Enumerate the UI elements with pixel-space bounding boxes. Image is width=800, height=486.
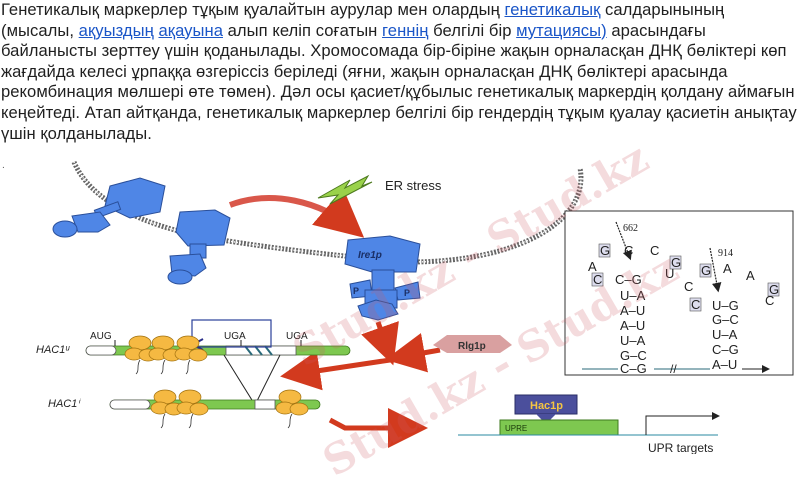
- rlg1p-label: Rlg1p: [458, 341, 486, 352]
- svg-text:C: C: [684, 279, 693, 294]
- svg-text:C–G: C–G: [620, 361, 647, 376]
- svg-text:662: 662: [623, 223, 638, 234]
- svg-text:C: C: [650, 243, 659, 258]
- svg-text:G–C: G–C: [620, 348, 647, 363]
- ire1p-monomer-1-icon: [52, 177, 166, 238]
- svg-text:C: C: [593, 272, 602, 287]
- hac1p-label: Hac1p: [530, 400, 563, 412]
- p-label-left: P: [353, 286, 359, 296]
- hac1i-label: HAC1ⁱ: [48, 398, 81, 410]
- svg-text:A–U: A–U: [620, 303, 645, 318]
- svg-text:A–U: A–U: [620, 318, 645, 333]
- ire1p-dimer-icon: [344, 235, 421, 321]
- p-label-right: P: [404, 288, 410, 298]
- svg-text:G: G: [701, 263, 711, 278]
- svg-text:U: U: [665, 266, 674, 281]
- svg-text:A–U: A–U: [712, 357, 737, 372]
- svg-text:G: G: [600, 243, 610, 258]
- svg-text:C: C: [691, 297, 700, 312]
- link-mutation[interactable]: мутациясы): [516, 20, 607, 40]
- ire1p-monomer-2-icon: [167, 209, 231, 285]
- paragraph-text: Генетикалық маркерлер тұқым қуалайтын ау…: [1, 0, 797, 143]
- splicing-arrows-icon: [280, 321, 441, 448]
- svg-text:A: A: [746, 268, 755, 283]
- svg-text:G: G: [769, 282, 779, 297]
- bullet-dot: .: [2, 160, 5, 171]
- lightning-icon: [317, 174, 373, 205]
- upre-label: UPRE: [505, 424, 527, 433]
- ribosomes-hac1u-icon: [124, 335, 208, 362]
- svg-text:914: 914: [718, 248, 733, 259]
- er-stress-label: ER stress: [385, 178, 442, 193]
- svg-text:U–A: U–A: [712, 327, 738, 342]
- svg-text:C–G: C–G: [615, 272, 642, 287]
- hac1u-label: HAC1ᵘ: [36, 344, 70, 356]
- ribosomes-hac1i-icon: [150, 389, 309, 416]
- svg-text:C: C: [765, 293, 774, 308]
- uga1-label: UGA: [224, 331, 246, 342]
- svg-text:G–C: G–C: [712, 312, 739, 327]
- upre-element-icon: UPRE: [499, 419, 619, 436]
- er-membrane: [71, 160, 584, 265]
- transcription-start-arrow-icon: [645, 412, 720, 435]
- svg-text:A: A: [588, 259, 597, 274]
- svg-text:U–G: U–G: [712, 298, 739, 313]
- dimerization-arrow-icon: [228, 188, 365, 238]
- article-paragraph: Генетикалық маркерлер тұқым қуалайтын ау…: [1, 0, 799, 144]
- ire1p-label: Ire1p: [358, 250, 382, 261]
- link-protein[interactable]: ақуыздың: [78, 20, 154, 40]
- upr-pathway-figure: ER stress Ire1p P P Rlg1p HAC1ᵘ: [0, 150, 800, 455]
- aug-label: AUG: [90, 331, 112, 342]
- link-genetic[interactable]: генетикалық: [504, 0, 601, 19]
- link-gene[interactable]: геннің: [382, 20, 429, 40]
- svg-text:A: A: [723, 261, 732, 276]
- uga2-label: UGA: [286, 331, 308, 342]
- rlg1p-icon: Rlg1p: [433, 335, 512, 353]
- svg-text:G: G: [671, 255, 681, 270]
- hac1p-icon: Hac1p: [514, 394, 578, 424]
- svg-text:C–G: C–G: [712, 342, 739, 357]
- link-defect[interactable]: ақауына: [158, 20, 223, 40]
- svg-text://: //: [670, 362, 677, 376]
- svg-text:U–A: U–A: [620, 333, 646, 348]
- upr-targets-label: UPR targets: [648, 441, 713, 454]
- svg-text:U–A: U–A: [620, 288, 646, 303]
